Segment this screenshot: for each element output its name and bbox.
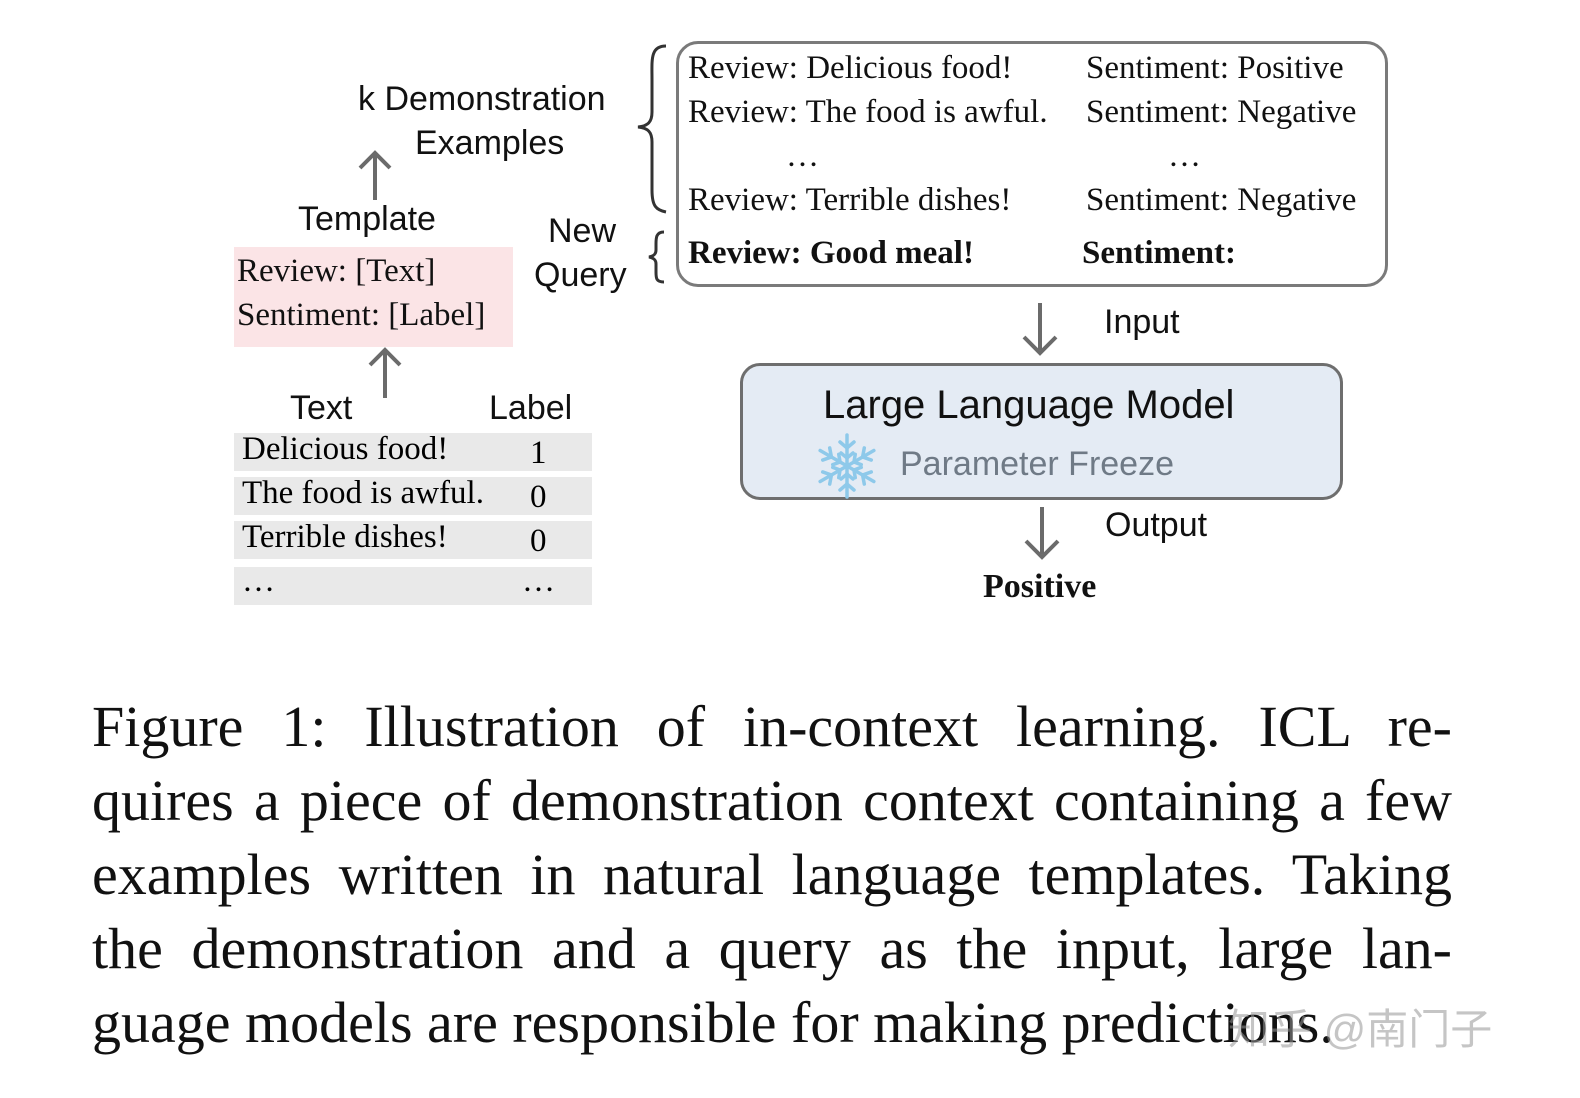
table-row: Terrible dishes! 0 [234,519,592,559]
template-box: Review: [Text] Sentiment: [Label] [234,247,513,347]
table-row: The food is awful. 0 [234,475,592,515]
table-header-label: Label [489,389,573,427]
caption-line-5: guage models are responsible for making … [92,990,1334,1055]
caption-line-1: Figure 1: Illustration of in-context lea… [92,694,1452,759]
llm-title: Large Language Model [823,383,1235,427]
arrowhead-input [1022,335,1058,356]
watermark: 知乎 @南门子 [1228,1006,1493,1053]
demonstration-label-line2: Examples [415,124,565,162]
demo-sentiment-2: Sentiment: Negative [1086,94,1357,130]
output-label: Output [1105,506,1208,544]
prompt-box [676,41,1388,287]
input-label: Input [1104,303,1180,341]
arrowhead-template-to-demos [358,150,392,170]
new-query-label-line2: Query [534,256,627,294]
caption-line-4: the demonstration and a query as the inp… [92,916,1452,981]
query-brace [648,230,665,284]
demo-review-2: Review: The food is awful. [688,94,1048,130]
template-line-sentiment: Sentiment: [Label] [237,297,486,333]
table-cell-label: … [522,563,555,599]
demo-review-k: Review: Terrible dishes! [688,182,1012,218]
table-cell-label: 1 [530,435,547,471]
query-review: Review: Good meal! [688,235,974,271]
demo-sentiment-1: Sentiment: Positive [1086,50,1344,86]
table-cell-label: 0 [530,523,547,559]
table-header-text: Text [290,389,353,427]
table-cell-text: The food is awful. [242,475,484,511]
demo-review-1: Review: Delicious food! [688,50,1013,86]
output-value: Positive [983,568,1097,605]
table-cell-label: 0 [530,479,547,515]
demo-review-ellipsis: … [786,138,819,174]
query-sentiment: Sentiment: [1082,235,1236,271]
llm-subtitle: Parameter Freeze [900,445,1174,483]
template-line-review: Review: [Text] [237,253,436,289]
table-cell-text: Terrible dishes! [242,519,448,555]
arrowhead-table-to-template [368,347,402,367]
table-row: Delicious food! 1 [234,431,592,471]
demonstration-brace [637,44,667,214]
table-cell-text: … [242,563,275,599]
new-query-label-line1: New [548,212,617,250]
snowflake-icon [818,433,876,499]
table-row: … … [234,563,592,605]
arrowhead-output [1024,539,1060,560]
demonstration-label-line1: k Demonstration [358,80,606,118]
table-cell-text: Delicious food! [242,431,449,467]
caption-line-2: quires a piece of demonstration context … [92,768,1452,833]
template-label: Template [298,200,436,238]
caption-line-3: examples written in natural language tem… [92,842,1452,907]
demo-sentiment-k: Sentiment: Negative [1086,182,1357,218]
demo-sentiment-ellipsis: … [1168,138,1201,174]
